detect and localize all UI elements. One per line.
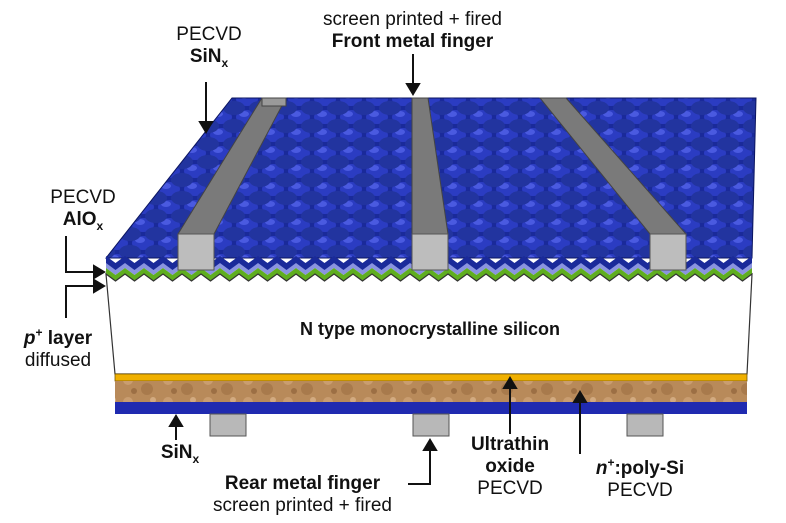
ultrathin-oxide-layer	[114, 373, 748, 382]
bulk-silicon-label: N type monocrystalline silicon	[299, 319, 561, 339]
front-metal-finger	[411, 97, 449, 271]
oxide-name-2: oxide	[485, 456, 535, 477]
front-finger-name: Front metal finger	[331, 31, 494, 52]
front-sinx-name: SiNx	[189, 46, 229, 70]
oxide-method: PECVD	[477, 478, 543, 499]
front-sinx-label: PECVD SiNx	[164, 24, 254, 70]
rear-sinx-label: SiNx	[160, 442, 200, 466]
poly-si-method: PECVD	[607, 480, 673, 501]
front-finger-method: screen printed + fired	[322, 9, 502, 30]
rear-finger-name: Rear metal finger	[224, 473, 381, 494]
oxide-name-1: Ultrathin	[470, 434, 550, 455]
p-plus-zigzag-layer	[106, 268, 752, 281]
rear-sinx-layer	[115, 402, 747, 414]
p-layer-label: p+ layer diffused	[8, 325, 108, 372]
alox-zigzag-layer	[106, 263, 752, 275]
poly-si-label: n+:poly-Si PECVD	[570, 455, 710, 502]
rear-finger-label: Rear metal finger screen printed + fired	[190, 473, 415, 517]
rear-finger-method: screen printed + fired	[212, 495, 392, 516]
p-layer-method: diffused	[24, 350, 92, 371]
front-metal-fingers	[177, 97, 688, 271]
alox-label: PECVD AlOx	[38, 187, 128, 233]
annotation-arrows	[65, 54, 588, 485]
p-layer-name: p+ layer	[23, 325, 93, 349]
front-sinx-method: PECVD	[176, 24, 242, 45]
rear-metal-finger	[412, 413, 450, 437]
front-metal-finger	[177, 97, 287, 271]
alox-method: PECVD	[50, 187, 116, 208]
rear-metal-fingers	[209, 413, 664, 437]
alox-name: AlOx	[62, 209, 104, 233]
n-type-silicon-bulk	[105, 272, 753, 375]
front-finger-label: screen printed + fired Front metal finge…	[290, 9, 535, 53]
oxide-label: Ultrathin oxide PECVD	[455, 434, 565, 500]
rear-metal-finger	[626, 413, 664, 437]
n-plus-poly-si-layer	[115, 381, 747, 402]
front-metal-finger	[538, 97, 688, 271]
poly-si-name: n+:poly-Si	[595, 455, 685, 479]
rear-metal-finger	[209, 413, 247, 437]
